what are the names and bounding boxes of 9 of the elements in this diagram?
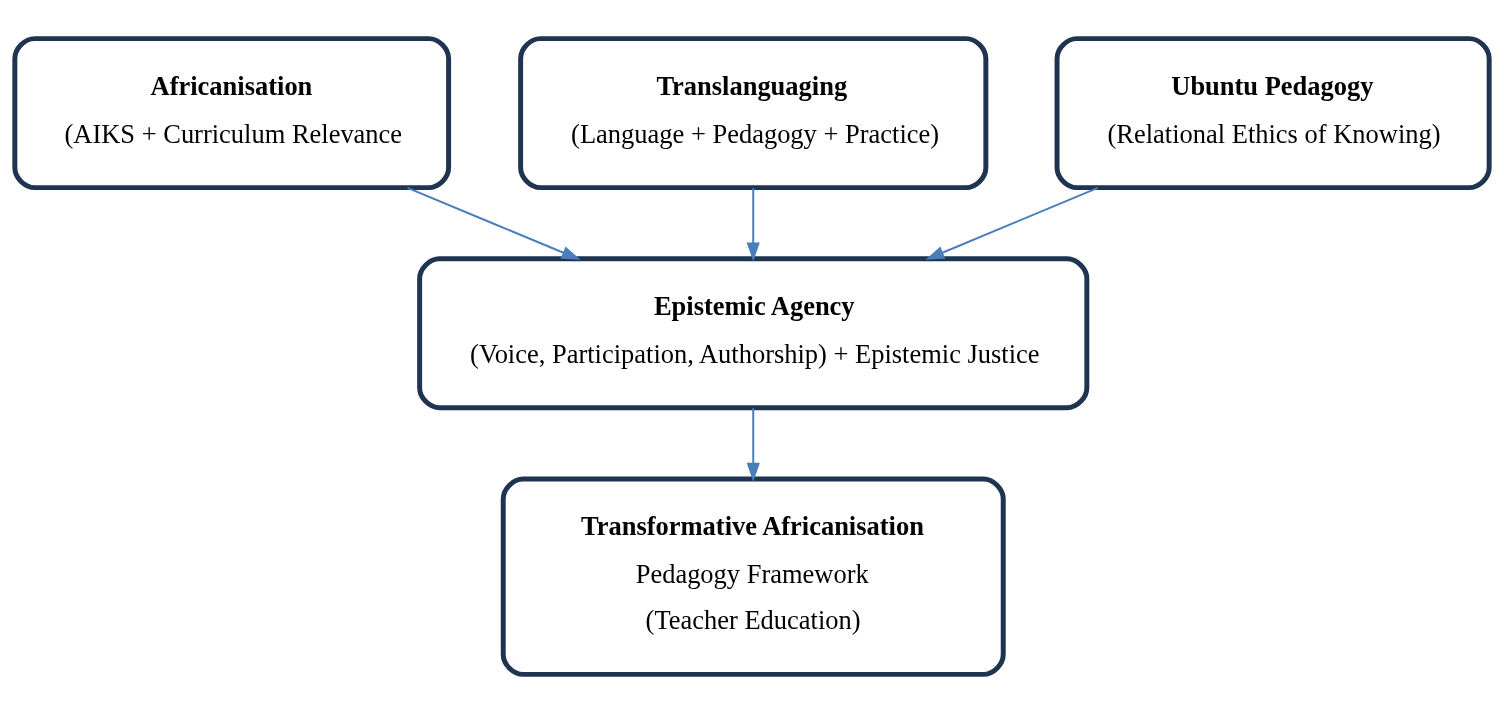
arrow bbox=[925, 186, 1099, 260]
node-box: Ubuntu Pedagogy (Relational Ethics of Knowing) bbox=[1054, 36, 1492, 191]
node-box: Translanguaging (Language + Pedagogy + Practice) bbox=[518, 36, 989, 191]
node-box: Epistemic Agency (Voice, Participation, Authorship) + Epistemic Justice bbox=[417, 256, 1090, 411]
node-box: Africanisation (AIKS + Curriculum Relevance bbox=[12, 36, 452, 191]
arrow bbox=[406, 186, 581, 260]
node-box: Transformative Africanisation Pedagogy Framework (Teacher Education) bbox=[500, 476, 1006, 677]
arrow bbox=[746, 187, 760, 262]
arrow bbox=[746, 407, 760, 482]
